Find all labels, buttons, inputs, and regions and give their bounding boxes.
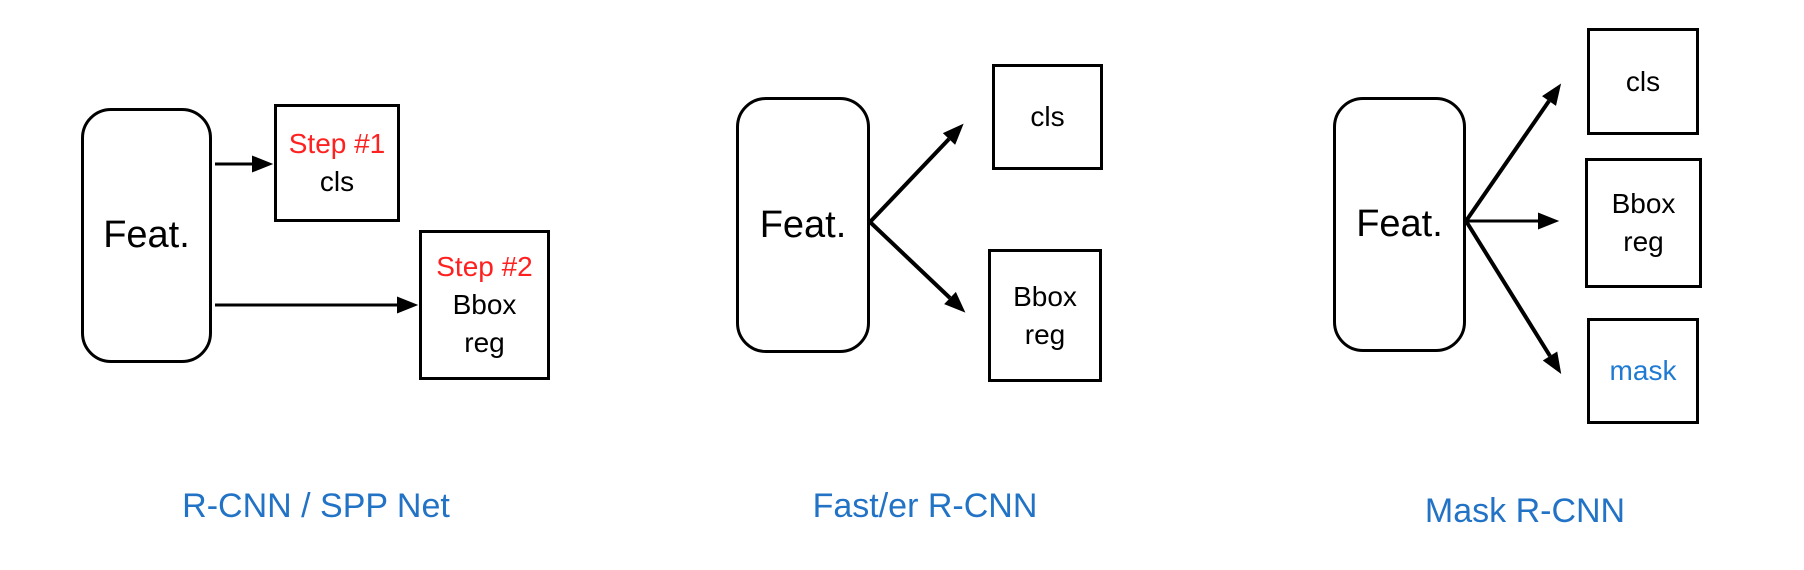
box-line: cls <box>1030 101 1065 132</box>
box-line: reg <box>1024 318 1066 350</box>
feat-node-faster: Feat. <box>736 97 870 353</box>
box-line: reg <box>464 327 505 358</box>
box-line: cls <box>1625 65 1661 97</box>
feat-label: Feat. <box>103 214 190 256</box>
output-box-mask-mask: mask <box>1587 318 1699 424</box>
feat-label: Feat. <box>1356 203 1443 245</box>
box-line: cls <box>319 166 355 197</box>
panel-caption-mask: Mask R-CNN <box>1424 492 1626 530</box>
output-box-faster-bbox: Bbox reg <box>988 249 1102 382</box>
feat-node-mask: Feat. <box>1333 97 1466 352</box>
output-box-faster-cls: cls <box>992 64 1103 170</box>
panel-caption-faster: Fast/er R-CNN <box>812 487 1038 525</box>
output-box-rcnn-bbox: Step #2 Bbox reg <box>419 230 550 380</box>
arrow-mask-mask <box>1464 219 1562 375</box>
box-line: mask <box>1609 355 1677 386</box>
arrow-faster-bbox <box>868 220 966 313</box>
output-box-mask-cls: cls <box>1587 28 1699 135</box>
output-box-mask-bbox: Bbox reg <box>1585 158 1702 288</box>
output-box-rcnn-cls: Step #1 cls <box>274 104 400 222</box>
feat-node-rcnn: Feat. <box>81 108 212 363</box>
feat-label: Feat. <box>759 203 847 246</box>
step-label: Step #1 <box>288 128 386 159</box>
box-line: Bbox <box>1013 280 1077 312</box>
box-line: Bbox <box>1611 188 1676 219</box>
box-line: Bbox <box>452 289 517 320</box>
panel-caption-rcnn: R-CNN / SPP Net <box>182 487 450 525</box>
box-line: reg <box>1623 226 1664 257</box>
arrow-faster-cls <box>868 123 964 224</box>
arrow-mask-cls <box>1464 83 1562 223</box>
step-label: Step #2 <box>436 251 533 282</box>
